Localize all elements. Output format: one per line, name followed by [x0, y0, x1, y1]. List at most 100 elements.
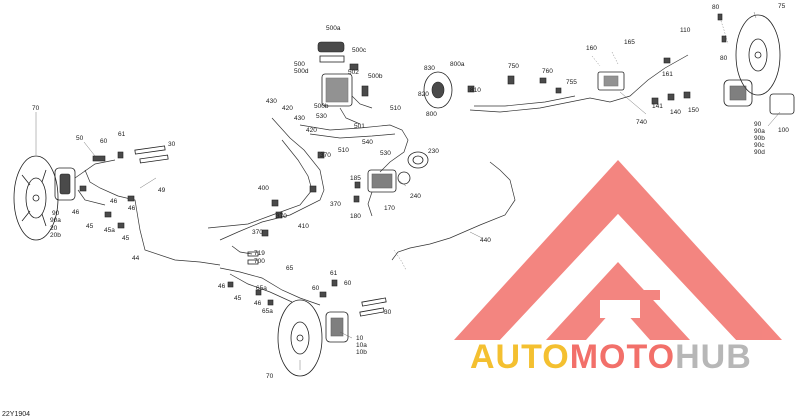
callout: 230	[428, 148, 439, 155]
callout: 10	[356, 335, 364, 342]
callout: 10b	[356, 349, 367, 356]
automotohub-logo-mark	[454, 160, 782, 340]
callout: 700	[254, 258, 265, 265]
callout: 800a	[450, 61, 465, 68]
callout: 70	[32, 105, 40, 112]
brake-caliper-right	[325, 311, 349, 343]
callout: 20	[50, 225, 58, 232]
callout: 170	[384, 205, 395, 212]
callout: 800	[426, 111, 437, 118]
callout: 500	[294, 61, 305, 68]
callout: 160	[586, 45, 597, 52]
callout: 90d	[754, 149, 765, 156]
watermark-moto: MOTO	[569, 338, 676, 376]
callout: 540	[362, 139, 373, 146]
callout: 10a	[356, 342, 367, 349]
callout: 90a	[754, 128, 765, 135]
callout: 60	[100, 138, 108, 145]
callout: 760	[542, 68, 553, 75]
callout: 500c	[352, 47, 367, 54]
callout: 150	[688, 107, 699, 114]
callout: 180	[350, 213, 361, 220]
callout: 370	[330, 201, 341, 208]
callout: 370	[276, 213, 287, 220]
callout: 46	[218, 283, 226, 290]
callout-labels: 70 50 60 61 30 49 90 90a 20 20b 46 45 46…	[32, 3, 789, 380]
automotohub-watermark: AUTOMOTOHUB	[470, 340, 752, 374]
callout: 370	[320, 152, 331, 159]
callout: 185	[350, 175, 361, 182]
leader-lines	[35, 11, 781, 370]
callout: 141	[652, 103, 663, 110]
central-brake-lines	[207, 117, 409, 265]
callout: 161	[662, 71, 673, 78]
callout: 440	[480, 237, 491, 244]
front-right-brake-assembly	[219, 267, 387, 377]
callout: 46	[72, 209, 80, 216]
callout: 502	[348, 69, 359, 76]
callout: 240	[410, 193, 421, 200]
rear-caliper-bracket	[597, 71, 625, 91]
callout: 45	[122, 235, 130, 242]
callout: 90b	[754, 135, 765, 142]
rear-right-brake-assembly	[717, 13, 795, 115]
brake-fluid-reservoir	[321, 73, 353, 107]
callout: 45a	[104, 227, 115, 234]
callout: 100	[778, 127, 789, 134]
callout: 500b	[368, 73, 383, 80]
callout: 75	[778, 3, 786, 10]
master-cylinder-assembly	[317, 41, 373, 125]
callout: 61	[118, 131, 126, 138]
callout: 49	[158, 187, 166, 194]
callout: 45	[234, 295, 242, 302]
callout: 46	[128, 205, 136, 212]
callout: 50	[76, 135, 84, 142]
callout: 20b	[50, 232, 61, 239]
brake-caliper-rear	[723, 79, 753, 107]
callout: 430	[294, 115, 305, 122]
front-left-brake-assembly	[13, 145, 221, 266]
callout: 820	[418, 91, 429, 98]
callout: 46	[110, 198, 118, 205]
callout: 46	[254, 300, 262, 307]
callout: 60	[344, 280, 352, 287]
callout: 90	[52, 210, 60, 217]
callout: 61	[330, 270, 338, 277]
watermark-auto: AUTO	[470, 338, 570, 376]
watermark-hub: HUB	[675, 338, 752, 376]
callout: 420	[282, 105, 293, 112]
callout: 420	[306, 127, 317, 134]
rear-brake-line	[391, 161, 516, 271]
callout: 90	[754, 121, 762, 128]
callout: 65a	[256, 285, 267, 292]
callout: 90a	[50, 217, 61, 224]
callout: 500b	[314, 103, 329, 110]
callout: 80	[712, 4, 720, 11]
callout: 65a	[262, 308, 273, 315]
callout: 65	[286, 265, 294, 272]
callout: 510	[338, 147, 349, 154]
abs-module	[367, 169, 397, 193]
brake-caliper-left	[54, 167, 76, 201]
diagram-code: 22Y1904	[2, 411, 31, 418]
brake-disc-left	[13, 155, 59, 241]
callout: 510	[390, 105, 401, 112]
callout: 810	[470, 87, 481, 94]
callout: 90c	[754, 142, 765, 149]
callout: 140	[670, 109, 681, 116]
callout: 500a	[326, 25, 341, 32]
callout: 45	[86, 223, 94, 230]
callout: 719	[254, 250, 265, 257]
rear-drum	[423, 71, 453, 109]
brake-disc-rear	[735, 14, 781, 96]
callout: 750	[508, 63, 519, 70]
callout: 530	[316, 113, 327, 120]
callout: 830	[424, 65, 435, 72]
rear-brake-hardware	[423, 51, 691, 113]
callout: 500d	[294, 68, 309, 75]
callout: 110	[680, 27, 691, 34]
callout: 740	[636, 119, 647, 126]
callout: 370	[252, 229, 263, 236]
callout: 530	[380, 150, 391, 157]
